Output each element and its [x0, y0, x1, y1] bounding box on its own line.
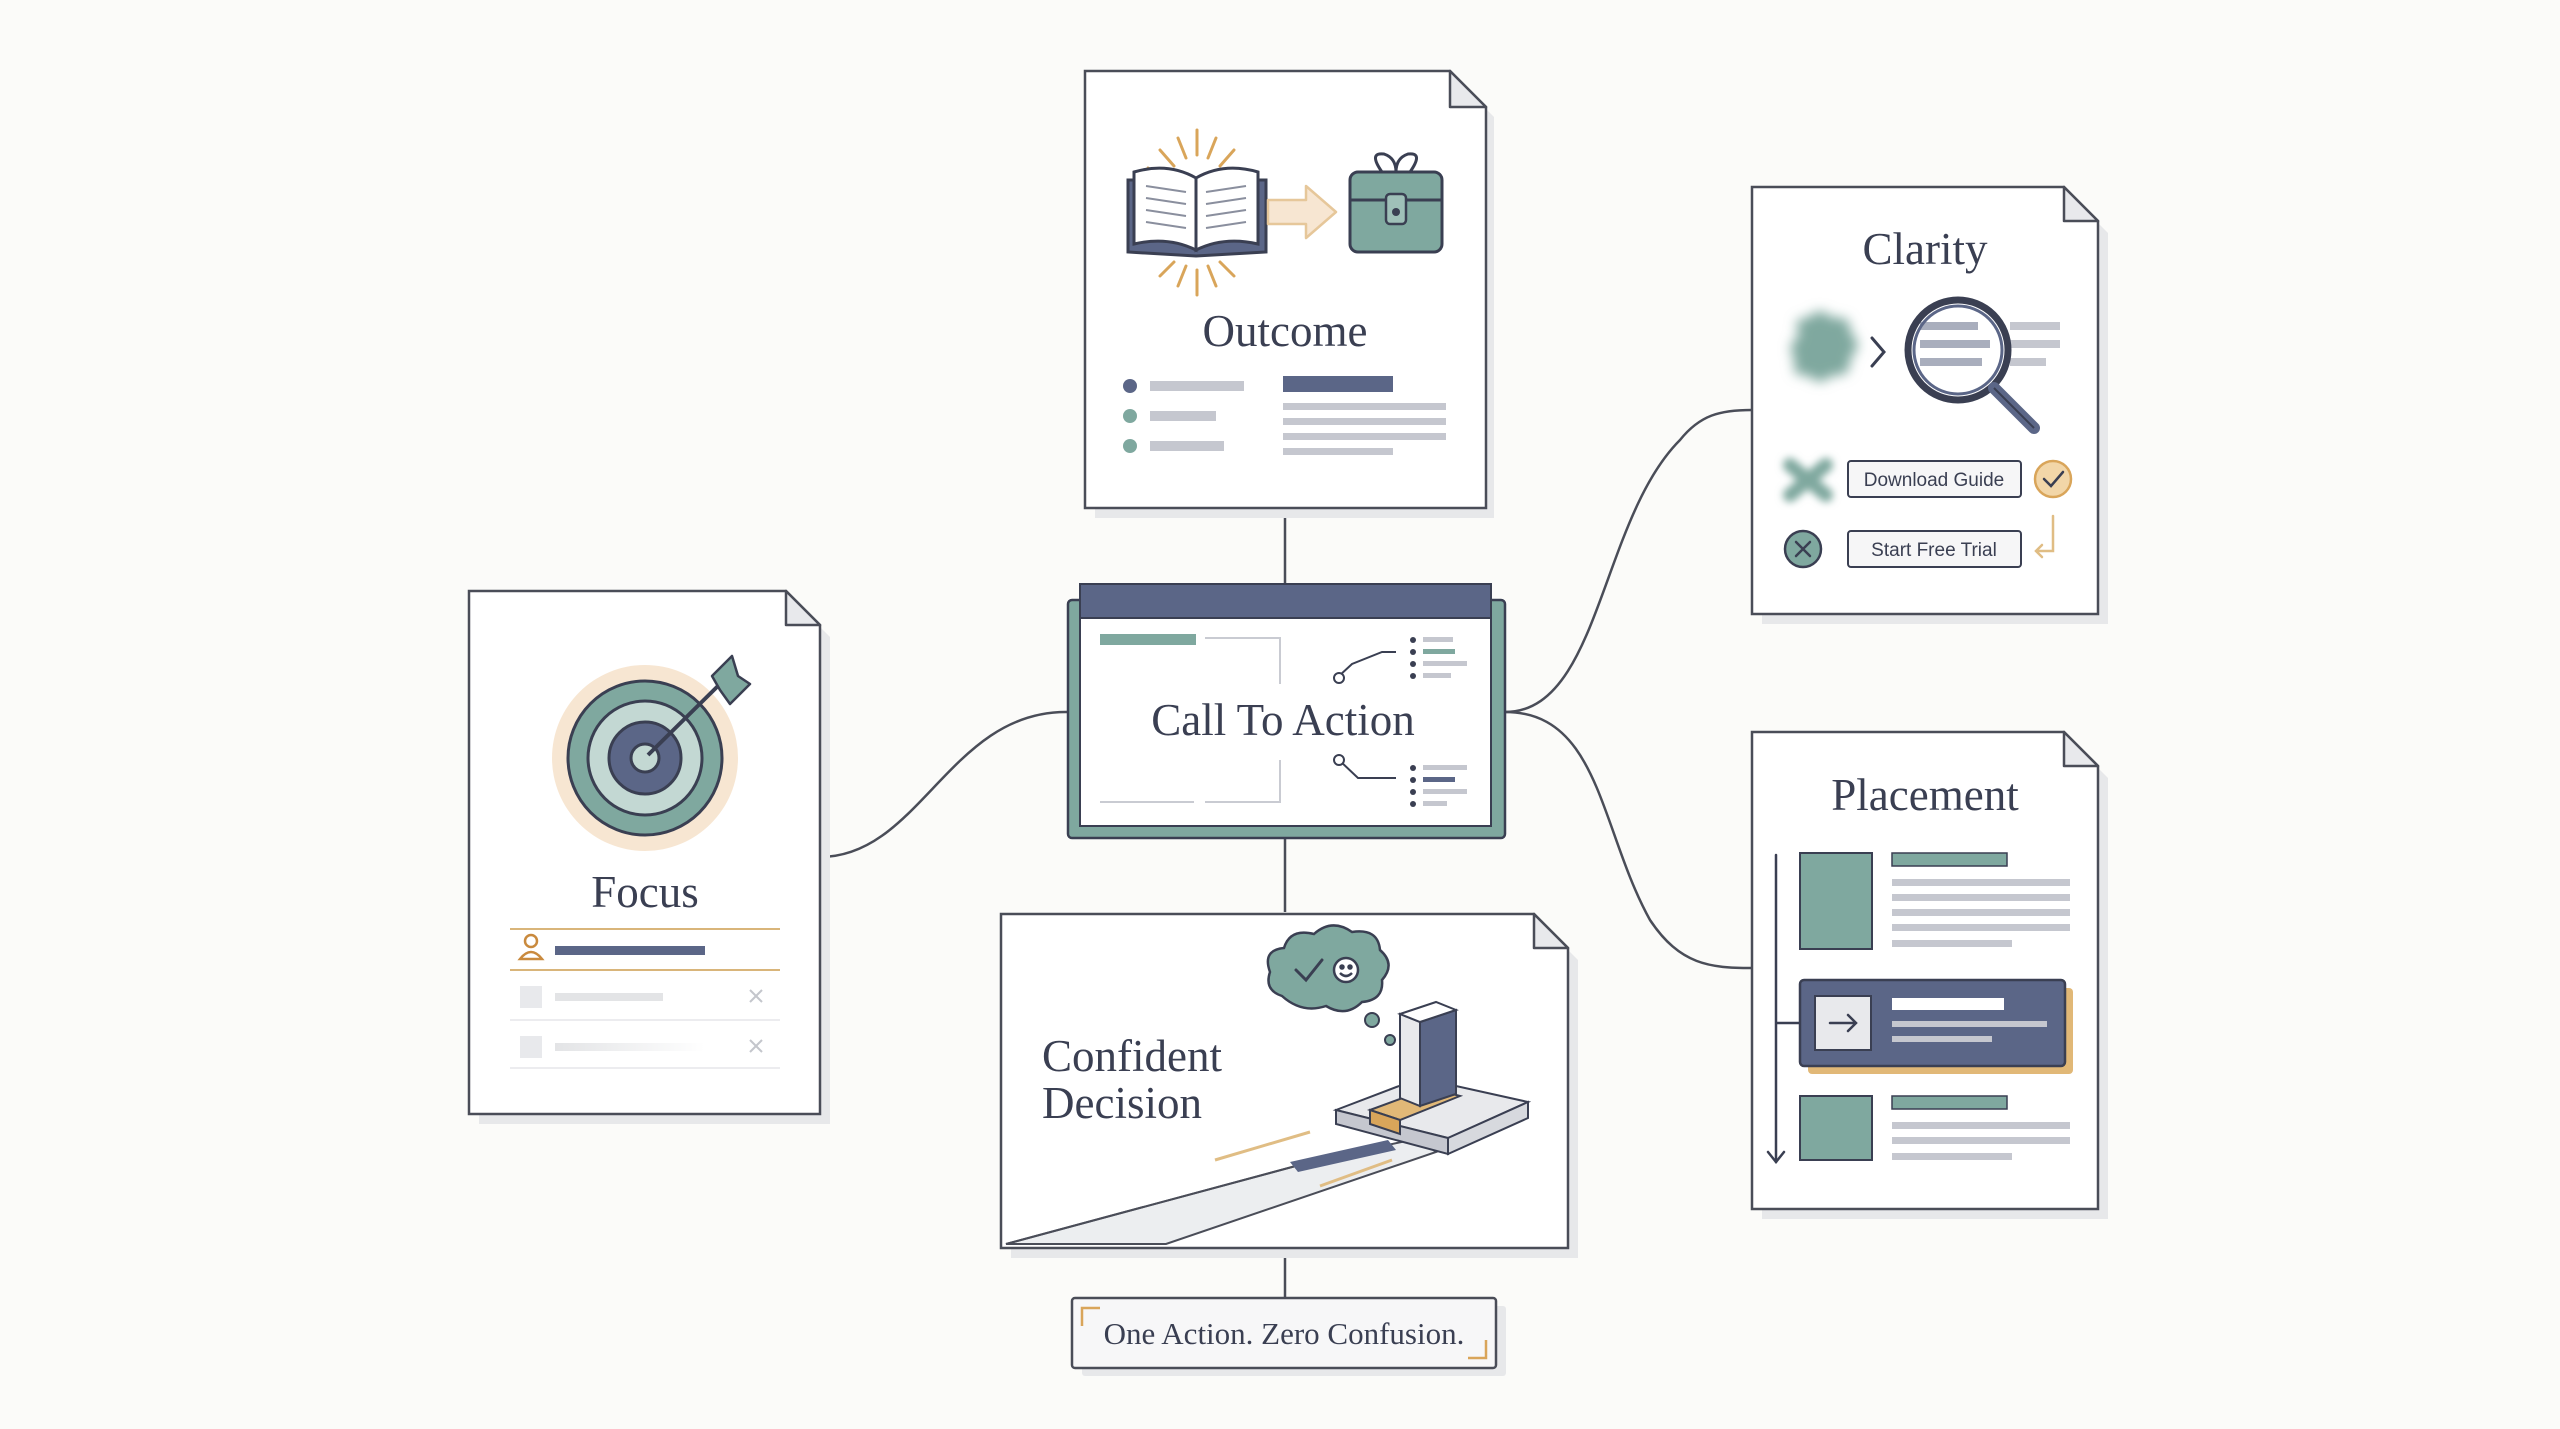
- tagline-text: One Action. Zero Confusion.: [1104, 1316, 1465, 1351]
- cta-mini-list-top: [1410, 637, 1467, 679]
- cta-card: Call To Action: [1066, 583, 1507, 840]
- blurry-blob-icon: [1791, 311, 1858, 382]
- connector-focus: [819, 710, 1069, 859]
- smiley-icon: [1332, 956, 1360, 984]
- connector-clarity: [1504, 408, 1753, 714]
- cta-mini-list-bottom: [1410, 765, 1467, 807]
- check-icon: [1294, 958, 1324, 983]
- arrow-right-icon: [1266, 184, 1338, 240]
- blurry-x-icon: [1783, 458, 1833, 502]
- decision-card: Confident Decision: [999, 912, 1578, 1258]
- cta-right-connectors: [1333, 651, 1396, 779]
- placement-title: Placement: [1831, 770, 2019, 820]
- cta-guide-lines: [1100, 637, 1281, 803]
- placement-card: Placement: [1750, 730, 2108, 1219]
- focus-list-placeholder: [510, 928, 780, 1069]
- target-icon: [552, 654, 752, 851]
- decision-title-line1: Confident: [1042, 1031, 1222, 1081]
- thought-bubble-icon: [1266, 924, 1396, 1046]
- arrow-right-icon: [1828, 1013, 1858, 1033]
- gift-box-icon: [1348, 152, 1444, 254]
- down-arrow-icon: [1766, 853, 1786, 1165]
- download-guide-button[interactable]: [1847, 460, 2022, 498]
- outcome-card: Outcome: [1083, 69, 1494, 518]
- focus-card: Focus: [467, 589, 830, 1124]
- user-icon: [517, 933, 545, 961]
- road-path-icon: [1005, 1130, 1438, 1245]
- check-circle-icon: [2033, 459, 2073, 499]
- x-circle-icon: [1783, 529, 1823, 569]
- connector-placement: [1504, 710, 1753, 970]
- close-icon: [749, 1039, 763, 1053]
- start-free-trial-button[interactable]: [1847, 530, 2022, 568]
- magnifier-icon: [1904, 296, 2060, 434]
- cta-title: Call To Action: [1151, 695, 1415, 745]
- tagline-box: One Action. Zero Confusion.: [1070, 1296, 1506, 1376]
- placement-block-1: [1799, 852, 2070, 950]
- download-guide-label: Download Guide: [1864, 470, 2004, 491]
- chevron-right-icon: [1870, 336, 1886, 368]
- close-icon: [749, 989, 763, 1003]
- clarity-title: Clarity: [1863, 224, 1988, 274]
- focus-title: Focus: [591, 867, 699, 917]
- start-free-trial-label: Start Free Trial: [1871, 540, 1997, 561]
- clarity-card: Clarity Download Guide: [1750, 185, 2108, 624]
- placement-block-3: [1799, 1095, 2070, 1161]
- crossroads-blocks-icon: [1332, 1000, 1532, 1156]
- placement-highlight-row: [1776, 978, 2073, 1074]
- return-arrow-icon: [2034, 514, 2055, 559]
- decision-title-line2: Decision: [1042, 1078, 1202, 1128]
- outcome-list-placeholder: [1123, 376, 1446, 455]
- open-book-icon: [1126, 166, 1268, 258]
- outcome-title: Outcome: [1203, 306, 1368, 356]
